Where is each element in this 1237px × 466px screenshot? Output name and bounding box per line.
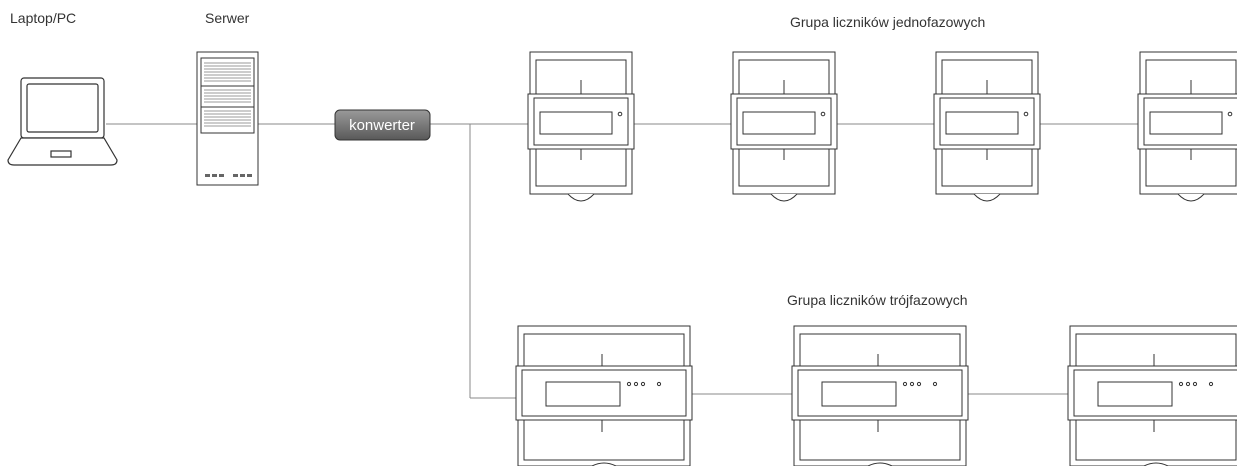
single-phase-meters [527,51,1237,202]
single-phase-group-label: Grupa liczników jednofazowych [790,14,986,30]
three-phase-meters [515,325,1237,466]
three-phase-meter [515,325,693,466]
connection-lines [106,123,1140,399]
single-phase-meter [1137,51,1237,202]
converter-label: konwerter [349,117,415,134]
converter-box: konwerter [334,109,431,141]
single-phase-meter [730,51,838,202]
three-phase-meter [791,325,969,466]
server-label: Serwer [205,10,250,26]
server-icon [196,51,259,186]
laptop-icon [7,77,118,166]
single-phase-meter [527,51,635,202]
three-phase-meter [1067,325,1237,466]
single-phase-meter [933,51,1041,202]
laptop-label: Laptop/PC [10,10,77,26]
three-phase-group-label: Grupa liczników trójfazowych [787,292,968,308]
